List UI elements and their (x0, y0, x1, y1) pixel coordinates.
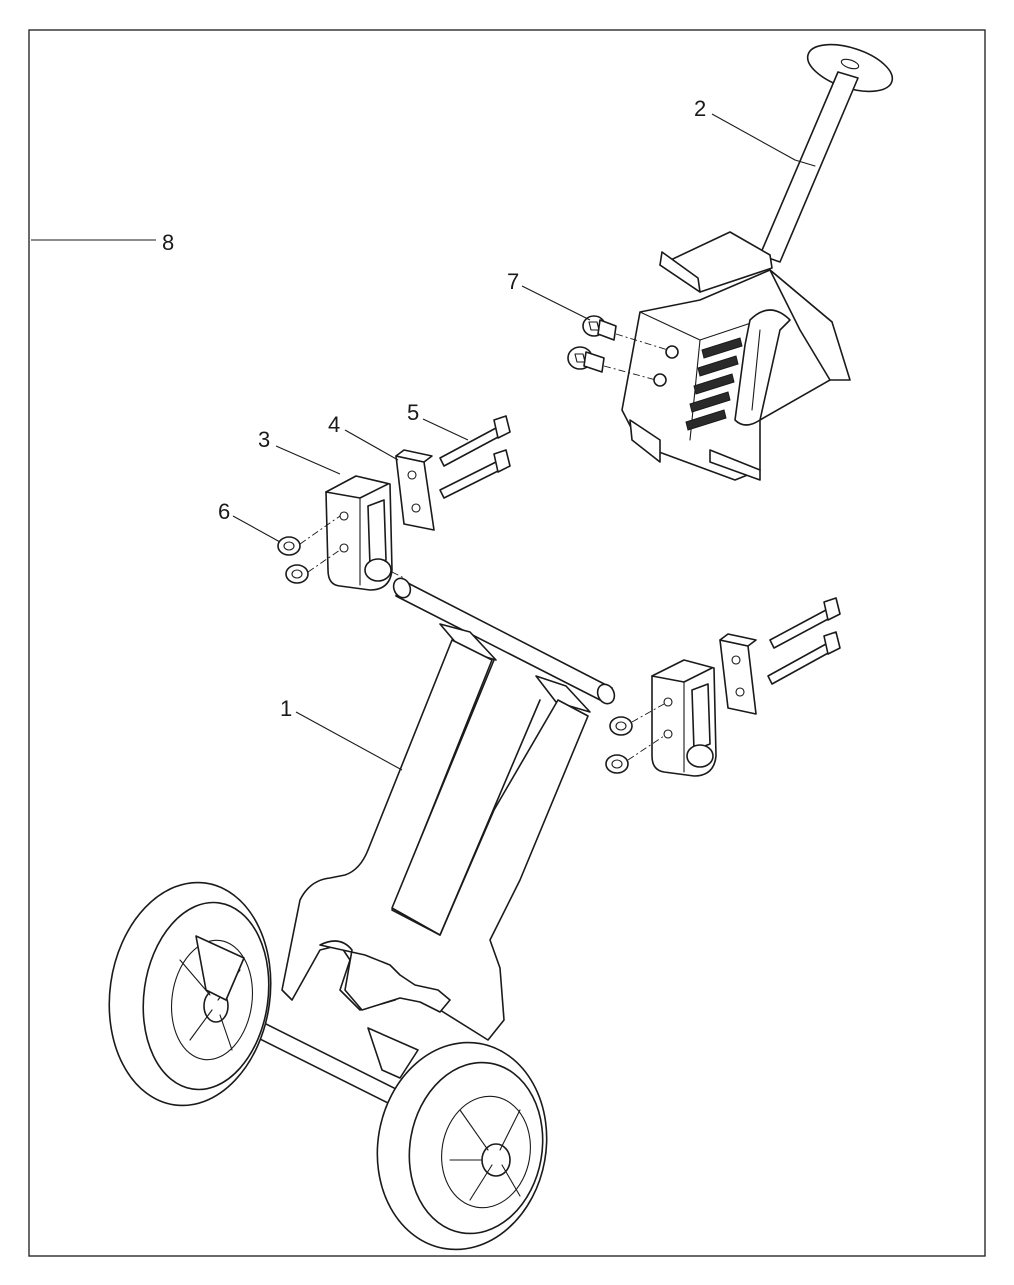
callout-7: 7 (507, 269, 519, 294)
callout-1: 1 (280, 696, 292, 721)
handle-clamp-assembly (621, 43, 894, 481)
callout-labels: 1 2 3 4 5 6 7 8 (162, 96, 706, 721)
callout-8: 8 (162, 230, 174, 255)
callout-5: 5 (407, 400, 419, 425)
callout-6: 6 (218, 499, 230, 524)
wheeled-frame (108, 577, 616, 1251)
bracket-set-upper (277, 415, 511, 591)
socket-screws (567, 315, 669, 381)
bracket-set-lower (605, 597, 841, 777)
callout-2: 2 (694, 96, 706, 121)
callout-leaders (31, 113, 796, 771)
callout-4: 4 (328, 412, 340, 437)
callout-3: 3 (258, 427, 270, 452)
drawing-frame (28, 29, 986, 1257)
